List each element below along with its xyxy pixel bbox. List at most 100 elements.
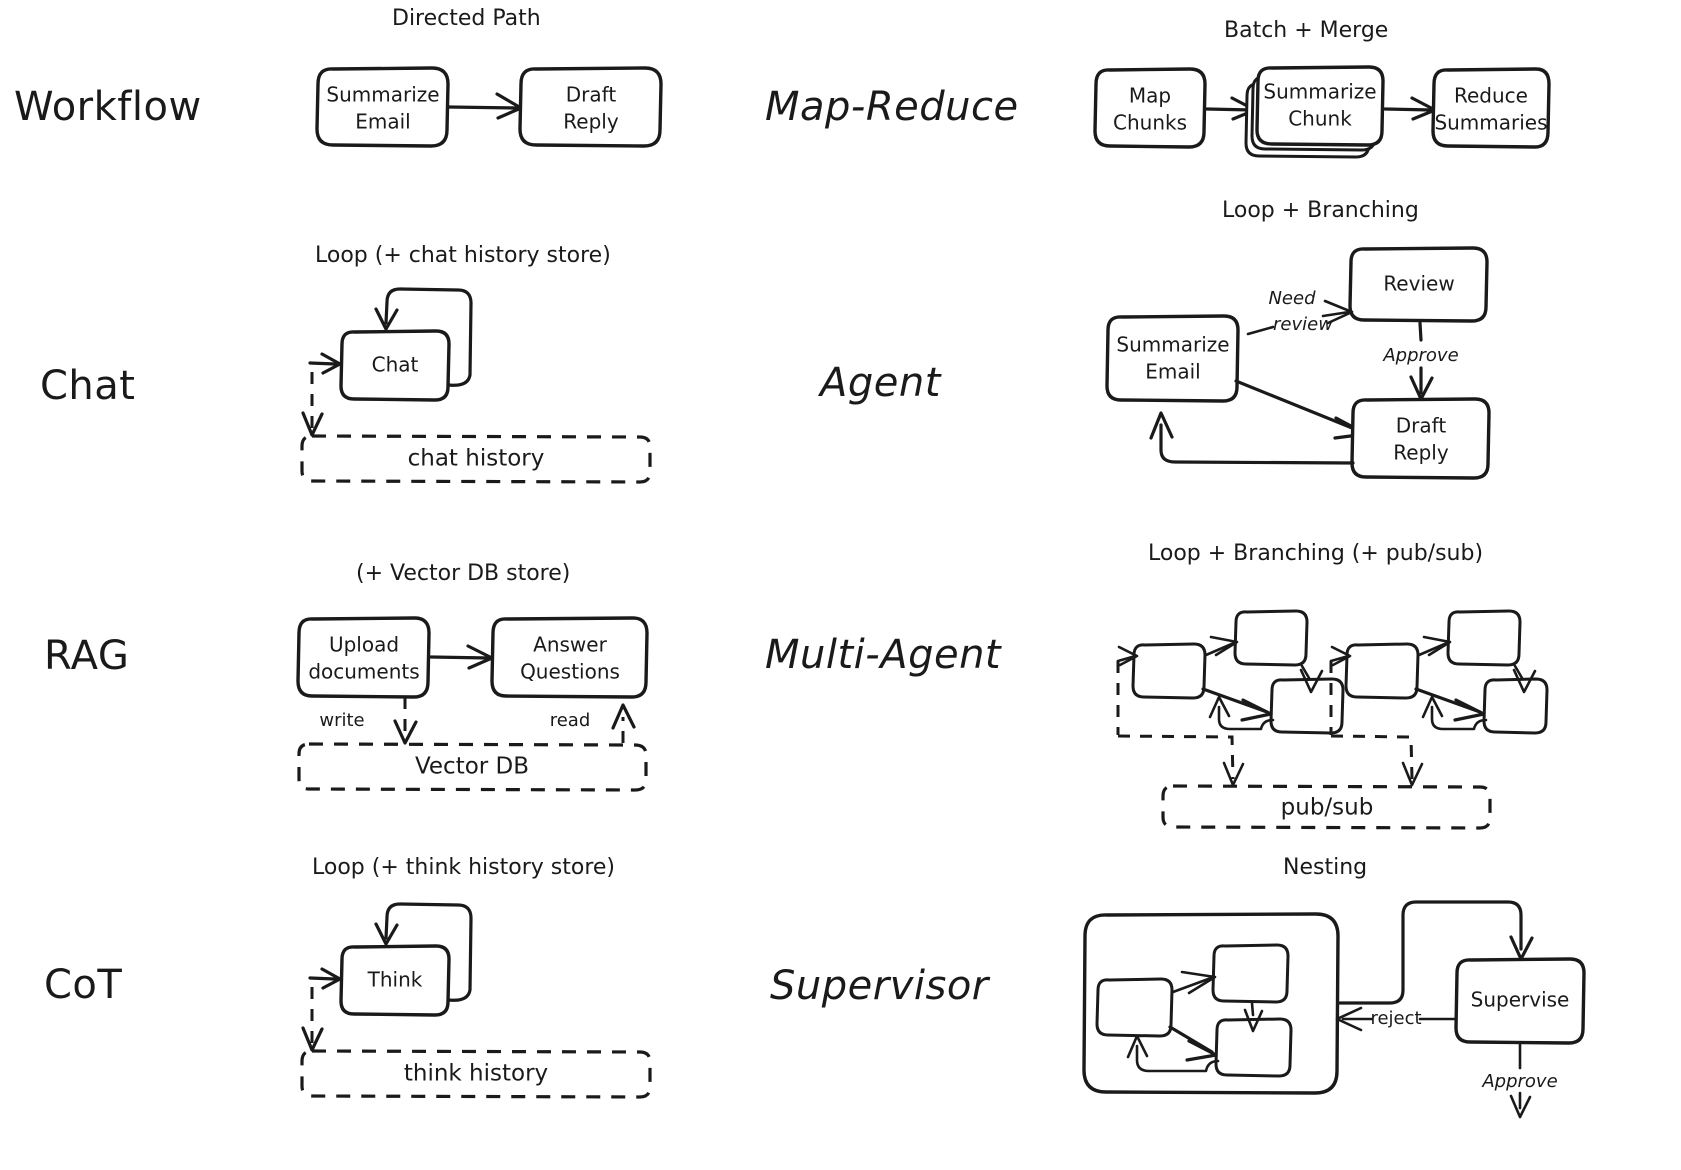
edge-a-right-back-to-left xyxy=(1208,695,1275,731)
row-label-map-reduce: Map-Reduce xyxy=(765,84,1019,130)
node-label: documents xyxy=(308,660,419,684)
node-reduce-summaries[interactable]: Reduce Summaries xyxy=(1431,67,1551,149)
edge-think-to-history xyxy=(301,967,342,1052)
caption-loop-branching-pubsub: Loop + Branching (+ pub/sub) xyxy=(1148,541,1484,566)
node-label: Chunk xyxy=(1288,107,1352,131)
row-label-multi-agent: Multi-Agent xyxy=(765,632,1002,678)
node-supervise[interactable]: Supervise xyxy=(1454,957,1586,1045)
node-summarize-email-agent[interactable]: Summarize Email xyxy=(1105,314,1240,403)
edge-upload-to-answer xyxy=(429,644,494,670)
node-summarize-chunk-stack[interactable]: Summarize Chunk xyxy=(1244,65,1385,159)
edge-label-reject: reject xyxy=(1370,1008,1421,1029)
edge-write-to-vector-db: write xyxy=(319,697,418,745)
node-draft-reply[interactable]: Draft Reply xyxy=(518,66,663,148)
node-label: Questions xyxy=(520,660,620,684)
node-summarize-email[interactable]: Summarize Email xyxy=(315,66,450,148)
multi-agent-subgraph-a xyxy=(1116,609,1345,787)
edge-a-top-to-right xyxy=(1299,664,1324,694)
panel-chat: Chat chat history xyxy=(300,287,652,484)
node-review[interactable]: Review xyxy=(1348,246,1489,323)
store-label: chat history xyxy=(408,446,545,472)
row-label-workflow: Workflow xyxy=(14,84,202,130)
row-label-rag: RAG xyxy=(44,633,130,679)
node-label: Draft xyxy=(1396,414,1447,438)
node-label: Summarize xyxy=(1116,333,1229,357)
edge-chat-to-history xyxy=(301,352,342,437)
nested-edge-left-to-top xyxy=(1171,970,1217,995)
node-label: Answer xyxy=(533,633,607,657)
node-label: Chunks xyxy=(1113,111,1187,135)
row-label-chat: Chat xyxy=(40,363,136,409)
node-label: Email xyxy=(355,110,411,134)
edge-summarize-to-review: Need review xyxy=(1246,288,1354,336)
node-b-left[interactable] xyxy=(1344,642,1420,700)
store-chat-history[interactable]: chat history xyxy=(300,434,652,484)
edge-label-review: review xyxy=(1273,314,1333,335)
panel-multi-agent: pub/sub xyxy=(1116,609,1549,830)
store-label: think history xyxy=(404,1061,548,1087)
edge-summarize-to-draft-agent xyxy=(1234,379,1368,440)
node-label: Reply xyxy=(1393,441,1449,465)
panel-map-reduce: Map Chunks Summarize Chunk Reduce Summar… xyxy=(1093,65,1551,159)
node-a-top[interactable] xyxy=(1233,609,1309,667)
edge-a-left-to-top xyxy=(1204,635,1239,657)
edge-b-right-back-to-left xyxy=(1421,695,1488,731)
row-label-supervisor: Supervisor xyxy=(770,963,989,1009)
node-label: Reduce xyxy=(1454,84,1528,108)
caption-vector-db-store: (+ Vector DB store) xyxy=(356,561,571,586)
edge-label-approve: Approve xyxy=(1382,345,1458,366)
panel-supervisor: Supervise reject Approve xyxy=(1082,900,1586,1119)
node-upload-documents[interactable]: Upload documents xyxy=(296,616,431,699)
edge-b-dashed-in xyxy=(1329,645,1352,735)
edge-summarize-to-draft xyxy=(447,92,523,120)
edge-label-read: read xyxy=(550,710,591,731)
caption-batch-merge: Batch + Merge xyxy=(1224,18,1389,43)
edge-label-write: write xyxy=(319,710,364,731)
nested-edge-top-to-right xyxy=(1243,1001,1264,1033)
edge-b-left-to-right xyxy=(1414,687,1486,722)
panel-workflow: Summarize Email Draft Reply xyxy=(315,66,663,148)
node-label: Reply xyxy=(563,110,619,134)
node-answer-questions[interactable]: Answer Questions xyxy=(490,616,649,699)
store-think-history[interactable]: think history xyxy=(300,1049,652,1099)
node-a-left[interactable] xyxy=(1131,642,1207,700)
node-label: Think xyxy=(367,968,423,992)
caption-loop-chat: Loop (+ chat history store) xyxy=(315,243,611,268)
node-label: Draft xyxy=(566,83,617,107)
edge-chat-self-loop xyxy=(374,287,473,387)
node-draft-reply-agent[interactable]: Draft Reply xyxy=(1350,397,1491,480)
node-chat[interactable]: Chat xyxy=(339,329,451,402)
edge-supervise-reject: reject xyxy=(1335,1006,1457,1032)
row-label-agent: Agent xyxy=(820,360,941,406)
node-label: Review xyxy=(1383,272,1454,296)
edge-label-approve-supervisor: Approve xyxy=(1481,1071,1557,1092)
nested-node-left[interactable] xyxy=(1095,977,1174,1038)
node-label: Email xyxy=(1145,360,1201,384)
node-think[interactable]: Think xyxy=(339,944,451,1017)
edge-review-to-draft: Approve xyxy=(1382,321,1459,401)
node-b-top[interactable] xyxy=(1446,609,1522,667)
edge-supervise-approve: Approve xyxy=(1481,1042,1558,1119)
store-pub-sub[interactable]: pub/sub xyxy=(1161,784,1492,830)
panel-rag: Upload documents Answer Questions write … xyxy=(296,616,649,792)
nested-node-top[interactable] xyxy=(1211,943,1290,1004)
edge-a-dashed-to-pubsub xyxy=(1117,734,1245,787)
store-vector-db[interactable]: Vector DB xyxy=(297,742,648,792)
node-label: Supervise xyxy=(1471,988,1570,1012)
store-label: pub/sub xyxy=(1281,795,1374,821)
caption-nesting: Nesting xyxy=(1283,855,1368,880)
node-label: Summarize xyxy=(326,83,439,107)
caption-directed-path: Directed Path xyxy=(392,6,541,31)
caption-loop-think: Loop (+ think history store) xyxy=(312,855,616,880)
node-map-chunks[interactable]: Map Chunks xyxy=(1093,67,1207,149)
node-label: Upload xyxy=(329,633,399,657)
nested-node-right[interactable] xyxy=(1214,1017,1293,1078)
edge-a-left-to-right xyxy=(1201,687,1273,722)
node-label: Summaries xyxy=(1434,111,1547,135)
node-label: Summarize xyxy=(1263,80,1376,104)
edge-read-from-vector-db: read xyxy=(550,703,636,743)
edge-label-need: Need xyxy=(1268,288,1316,309)
edge-b-dashed-to-pubsub xyxy=(1330,734,1424,787)
node-b-right[interactable] xyxy=(1482,677,1549,735)
